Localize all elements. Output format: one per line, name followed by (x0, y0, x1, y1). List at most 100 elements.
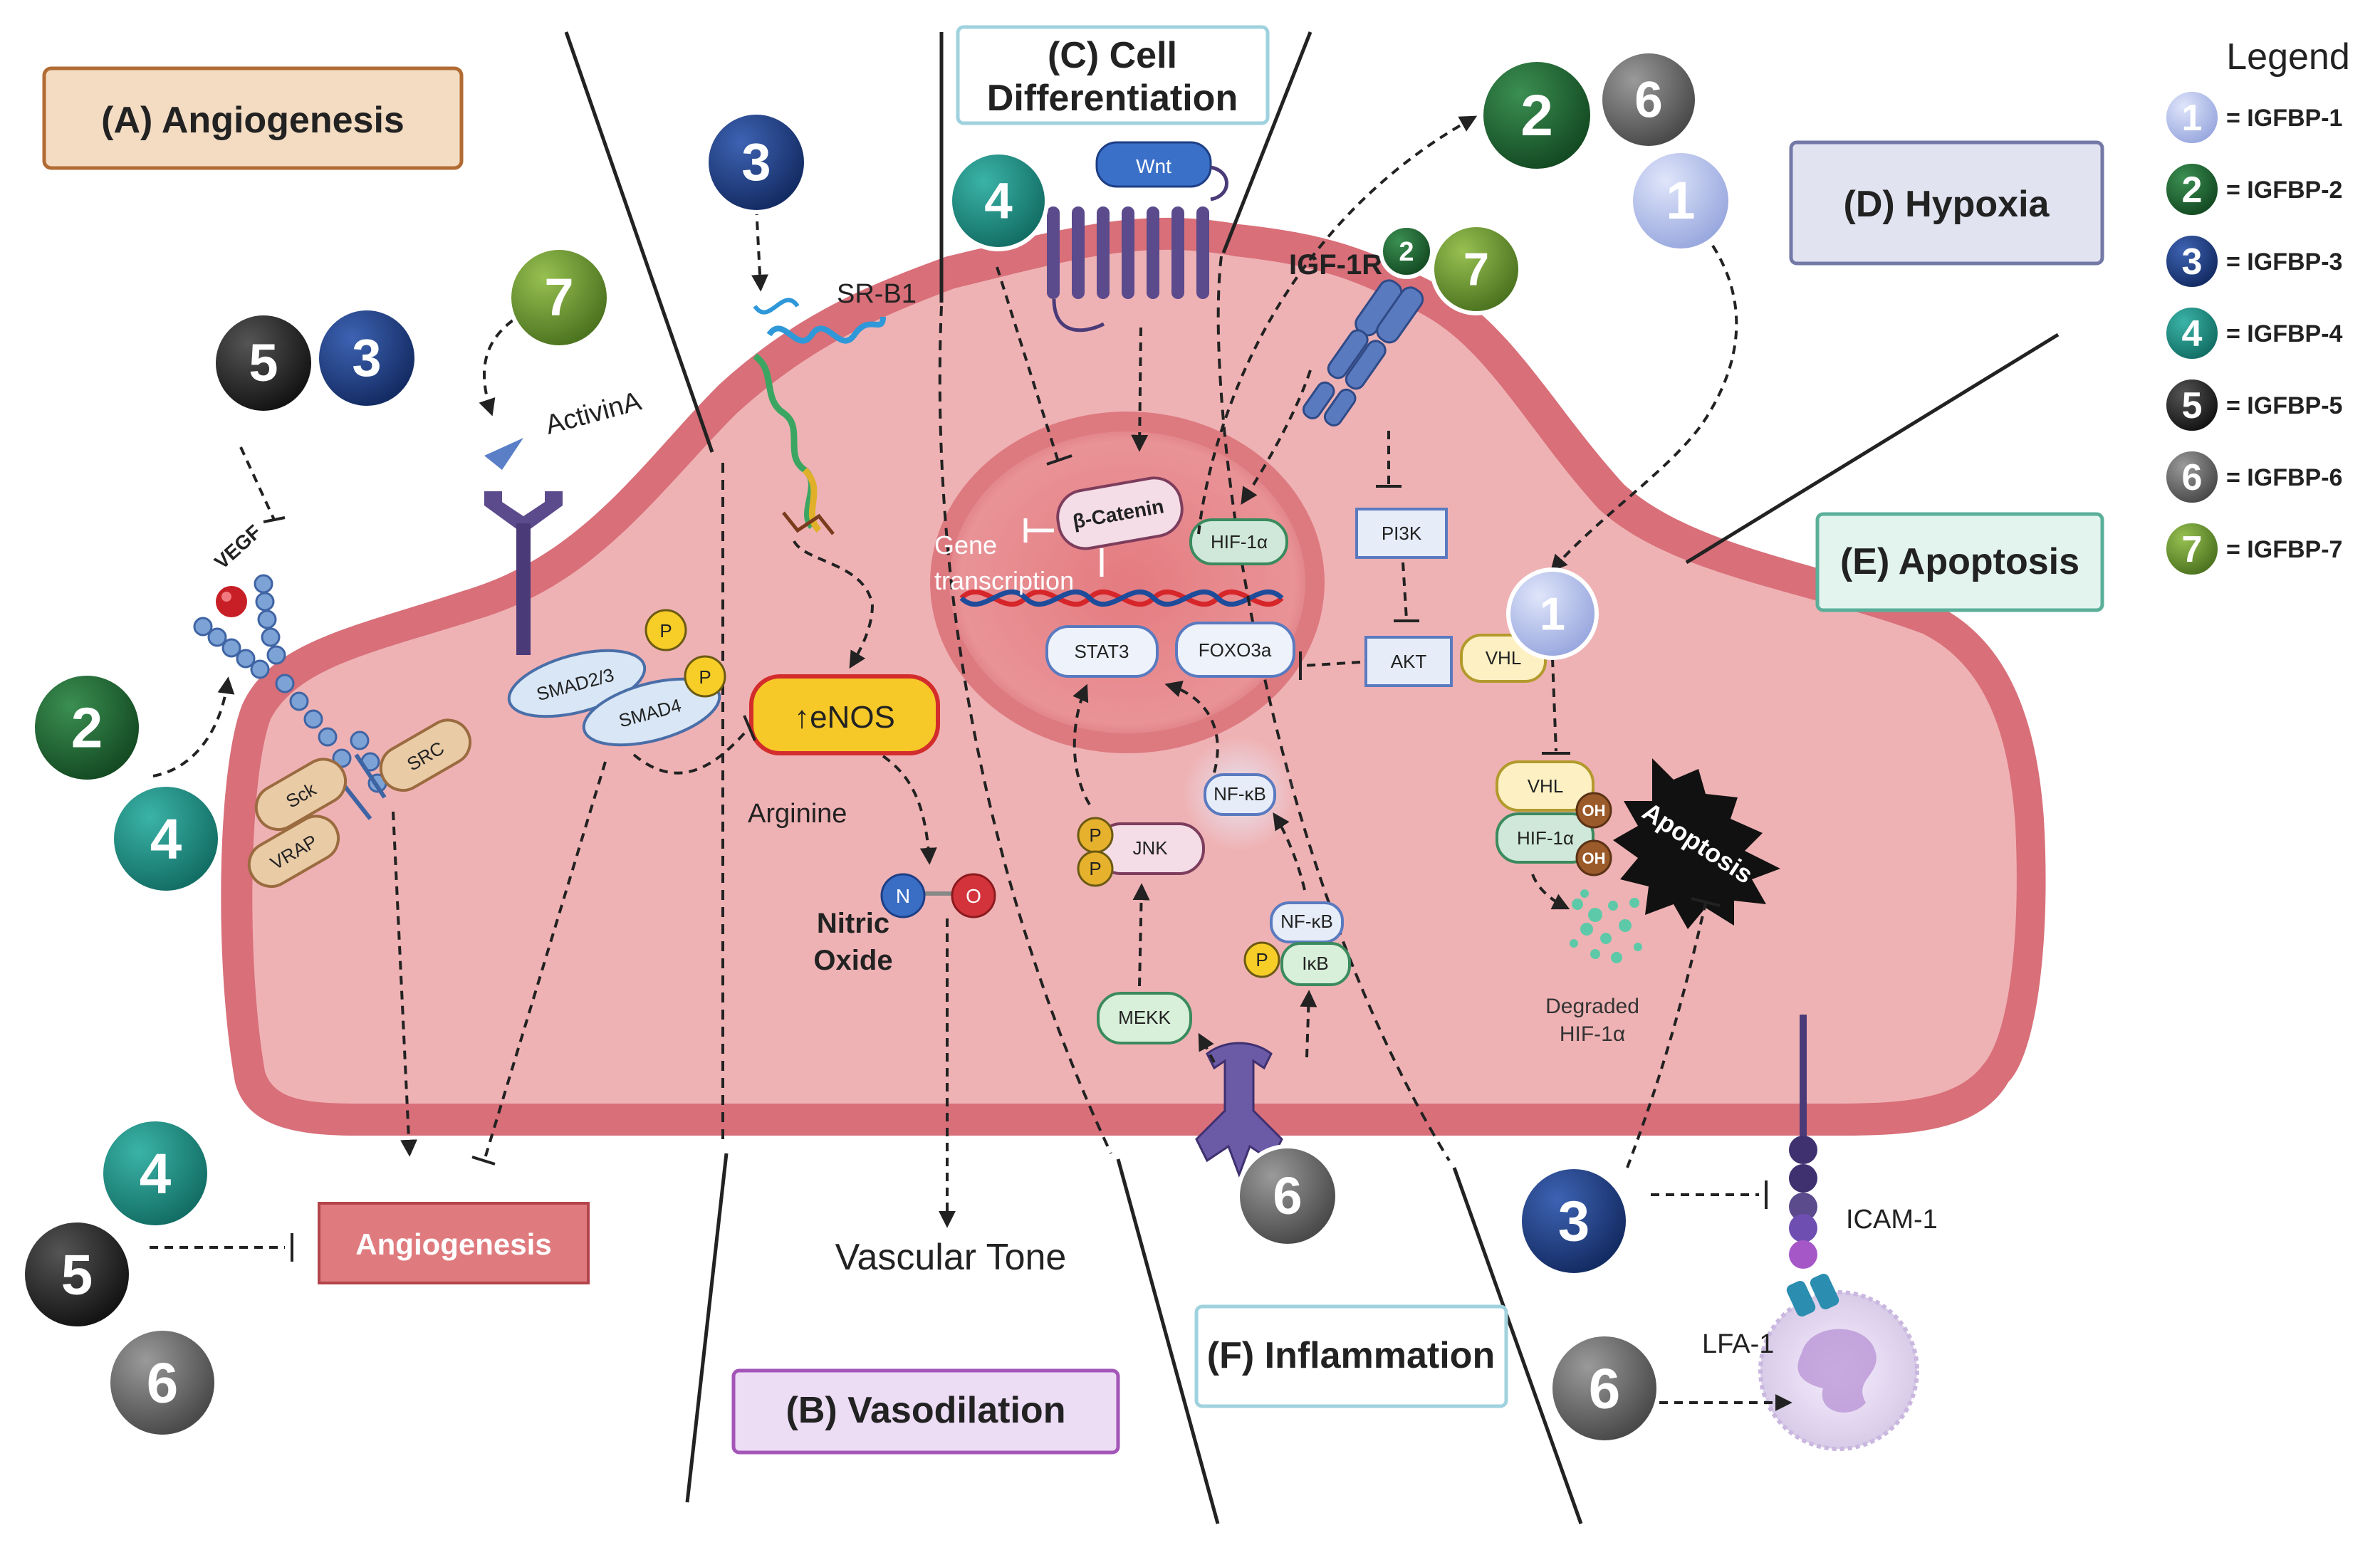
svg-text:2: 2 (2182, 169, 2203, 211)
svg-text:Degraded: Degraded (1545, 995, 1639, 1018)
legend-item-igfbp-5: 5 = IGFBP-5 (2164, 377, 2342, 434)
svg-text:IGF-1R: IGF-1R (1289, 249, 1382, 281)
svg-text:3: 3 (1558, 1189, 1590, 1252)
svg-text:Gene: Gene (934, 530, 997, 560)
legend-item-igfbp-3: 3= IGFBP-3 (2164, 233, 2342, 290)
svg-text:HIF-1α: HIF-1α (1560, 1022, 1625, 1046)
svg-text:5: 5 (249, 333, 278, 392)
section-label-apoptosis: (E) Apoptosis (1815, 512, 2104, 612)
svg-text:7: 7 (2182, 529, 2203, 570)
legend-item-igfbp-7: 7 = IGFBP-7 (2164, 520, 2342, 577)
jnk: JNK P P (1077, 817, 1205, 887)
svg-text:4: 4 (150, 807, 182, 870)
sr-b1-receptor: SR-B1 (753, 279, 917, 535)
svg-text:OH: OH (1582, 802, 1606, 819)
svg-text:1: 1 (2182, 98, 2203, 139)
svg-text:2: 2 (1399, 237, 1414, 267)
angiogenesis-outcome-box: Angiogenesis (318, 1202, 590, 1284)
pathway-arrows (150, 115, 1792, 1411)
igfbp-3-badge: 3 (704, 110, 808, 214)
wnt-frizzled-receptor: Wnt (1047, 141, 1228, 332)
leukocyte: LFA-1 (1702, 1273, 1919, 1451)
svg-text:P: P (699, 666, 711, 688)
svg-text:VHL: VHL (1486, 647, 1522, 669)
section-label-vasodilation: (B) Vasodilation (731, 1368, 1120, 1455)
svg-text:5: 5 (2182, 385, 2203, 426)
svg-text:6: 6 (1273, 1166, 1302, 1225)
svg-text:N: N (896, 885, 910, 907)
svg-text:ActivinA: ActivinA (542, 386, 644, 440)
svg-text:1: 1 (1666, 171, 1695, 230)
src-pill: SRC (379, 718, 472, 792)
enos-box: ↑eNOS (749, 674, 940, 755)
section-label-inflammation: (F) Inflammation (1194, 1304, 1508, 1408)
svg-text:OH: OH (1582, 849, 1606, 867)
arginine-label: Arginine (748, 799, 847, 829)
svg-text:HIF-1α: HIF-1α (1211, 531, 1268, 553)
legend-item-igfbp-1: 1 = IGFBP-1 (2164, 89, 2342, 146)
svg-text:= IGFBP-1: = IGFBP-1 (2226, 105, 2342, 132)
svg-text:(D) Hypoxia: (D) Hypoxia (1844, 184, 2050, 225)
igfbp-2-badge: 2 (31, 671, 143, 784)
svg-text:2: 2 (1520, 83, 1553, 148)
svg-text:Angiogenesis: Angiogenesis (355, 1227, 551, 1261)
svg-text:= IGFBP-6: = IGFBP-6 (2226, 464, 2342, 491)
smad-complex: SMAD2/3 SMAD4 P P (507, 609, 726, 747)
svg-text:= IGFBP-4: = IGFBP-4 (2226, 320, 2343, 347)
svg-text:JNK: JNK (1132, 837, 1168, 859)
igfbp-7-badge: 7 (507, 246, 611, 350)
svg-text:4: 4 (2182, 313, 2203, 355)
vascular-tone-label: Vascular Tone (835, 1237, 1067, 1278)
legend-item-igfbp-6: 6= IGFBP-6 (2164, 449, 2342, 506)
svg-text:VEGF: VEGF (210, 520, 265, 573)
svg-text:7: 7 (1463, 243, 1489, 295)
svg-text:5: 5 (61, 1242, 93, 1306)
svg-text:(C) Cell: (C) Cell (1048, 35, 1177, 76)
svg-text:transcription: transcription (934, 566, 1074, 595)
svg-text:P: P (1089, 824, 1101, 846)
svg-text:= IGFBP-7: = IGFBP-7 (2226, 536, 2342, 563)
igfbp-4-badge: 4 (99, 1117, 212, 1230)
igfbp-6-badge: 6 (1548, 1332, 1661, 1445)
svg-text:FOXO3a: FOXO3a (1199, 639, 1272, 661)
svg-text:P: P (659, 620, 672, 642)
section-label-hypoxia: (D) Hypoxia (1789, 140, 2104, 266)
hif1a-nucleus: HIF-1α (1189, 518, 1288, 565)
section-label-angiogenesis: (A) Angiogenesis (42, 66, 464, 170)
beta-catenin: β-Catenin (1056, 476, 1184, 550)
svg-text:6: 6 (147, 1351, 179, 1414)
svg-text:= IGFBP-2: = IGFBP-2 (2226, 177, 2342, 204)
svg-text:3: 3 (2182, 241, 2203, 283)
igfbp-6-badge: 6 (1236, 1144, 1340, 1248)
sck-pill: Sck (254, 758, 348, 831)
igfbp-3-badge: 3 (315, 306, 419, 410)
svg-text:6: 6 (1634, 72, 1663, 128)
svg-text:(E) Apoptosis: (E) Apoptosis (1840, 541, 2079, 582)
svg-text:LFA-1: LFA-1 (1702, 1329, 1774, 1359)
degraded-hif1a: Degraded HIF-1α (1545, 889, 1642, 1046)
igfbp-7-badge: 7 (1430, 223, 1523, 315)
vrap-pill: VRAP (247, 815, 340, 888)
svg-text:4: 4 (984, 173, 1013, 229)
svg-text:ICAM-1: ICAM-1 (1846, 1205, 1938, 1235)
svg-text:1: 1 (1540, 587, 1565, 639)
svg-text:Wnt: Wnt (1136, 155, 1171, 177)
svg-text:VHL: VHL (1528, 775, 1564, 797)
svg-text:PI3K: PI3K (1382, 523, 1422, 544)
nfkb-free: NF-κB (1182, 737, 1296, 851)
tnf-receptor (1195, 1042, 1283, 1178)
svg-text:= IGFBP-5: = IGFBP-5 (2226, 392, 2342, 419)
svg-text:P: P (1089, 858, 1101, 879)
legend: Legend 1 = IGFBP-1 2 = IGFBP-2 3= IGFBP-3 4 = … (2164, 36, 2350, 577)
igfbp-5-badge: 5 (21, 1218, 133, 1331)
svg-text:HIF-1α: HIF-1α (1517, 827, 1574, 849)
igfbp-5-badge: 5 (212, 311, 315, 415)
svg-text:AKT: AKT (1391, 651, 1427, 672)
svg-text:Differentiation: Differentiation (987, 78, 1238, 119)
svg-text:P: P (1256, 949, 1268, 970)
igfbp-2-badge: 2 (1379, 224, 1434, 279)
legend-title: Legend (2226, 36, 2350, 78)
igfbp-4-badge: 4 (110, 782, 222, 895)
